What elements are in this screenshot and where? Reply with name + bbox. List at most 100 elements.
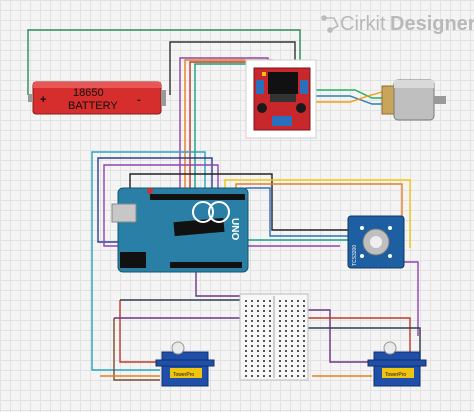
breadboard-hole [279,370,281,372]
breadboard-hole [251,315,253,317]
breadboard-hole [269,300,271,302]
breadboard-hole [285,325,287,327]
mini-breadboard [239,293,309,381]
breadboard-hole [251,360,253,362]
breadboard-hole [257,355,259,357]
wire-servo-left-brown [113,318,160,381]
breadboard-hole [263,345,265,347]
wire-sensor-out-right [404,261,419,336]
brand-name-part2: Designer [390,13,474,35]
breadboard-hole [269,305,271,307]
breadboard-hole [297,345,299,347]
breadboard-hole [279,335,281,337]
breadboard-hole [257,315,259,317]
color-sensor-label: TCS3200 [352,245,358,266]
servo-right-label: TowerPro [385,372,406,378]
breadboard-hole [245,345,247,347]
breadboard-hole [279,350,281,352]
breadboard-hole [285,320,287,322]
breadboard-hole [291,305,293,307]
breadboard-hole [297,340,299,342]
wire-sensor-blue [245,187,348,237]
breadboard-hole [251,325,253,327]
breadboard-hole [279,375,281,377]
battery-label-line1: 18650 [73,87,104,99]
breadboard-hole [263,325,265,327]
breadboard-hole [279,315,281,317]
wire-servo-right-red [300,317,411,358]
breadboard-hole [263,305,265,307]
breadboard-hole [245,335,247,337]
breadboard-hole [291,300,293,302]
breadboard-hole [269,345,271,347]
breadboard-hole [303,325,305,327]
cirkit-logo-icon [321,15,340,33]
breadboard-hole [263,355,265,357]
wire-servo-left-red [119,300,160,363]
breadboard-hole [291,345,293,347]
breadboard-hole [269,340,271,342]
breadboard-hole [251,320,253,322]
breadboard-hole [269,325,271,327]
breadboard-hole [291,375,293,377]
servo-left-label: TowerPro [173,372,194,378]
breadboard-hole [245,340,247,342]
breadboard-hole [297,310,299,312]
battery-18650: + 18650 BATTERY - [28,81,166,115]
breadboard-hole [285,315,287,317]
breadboard-hole [245,310,247,312]
breadboard-hole [263,300,265,302]
breadboard-hole [297,315,299,317]
breadboard-hole [303,340,305,342]
breadboard-hole [279,355,281,357]
breadboard-hole [297,365,299,367]
breadboard-holes [245,300,305,377]
breadboard-hole [251,350,253,352]
breadboard-hole [297,355,299,357]
breadboard-hole [269,375,271,377]
breadboard-hole [285,355,287,357]
breadboard-hole [291,355,293,357]
wires [27,29,421,381]
breadboard-hole [303,375,305,377]
breadboard-hole [303,335,305,337]
breadboard-hole [269,335,271,337]
breadboard-hole [245,315,247,317]
breadboard-hole [251,345,253,347]
breadboard-hole [263,360,265,362]
breadboard-hole [251,370,253,372]
breadboard-hole [257,330,259,332]
breadboard-hole [263,365,265,367]
breadboard-hole [245,360,247,362]
breadboard-hole [263,370,265,372]
breadboard-hole [279,320,281,322]
breadboard-hole [269,320,271,322]
breadboard-hole [285,345,287,347]
breadboard-hole [285,365,287,367]
breadboard-hole [279,305,281,307]
tcs3200-color-sensor: TCS3200 [347,215,405,269]
breadboard-hole [297,305,299,307]
breadboard-hole [245,365,247,367]
wire-motor-b [312,95,382,105]
brand-logo: Cirkit Designer [321,13,474,35]
breadboard-hole [263,315,265,317]
wire-sensor-yellow [224,179,411,248]
breadboard-hole [297,370,299,372]
breadboard-hole [263,350,265,352]
breadboard-hole [285,375,287,377]
breadboard-hole [257,375,259,377]
breadboard-hole [291,350,293,352]
breadboard-hole [297,335,299,337]
breadboard-hole [285,310,287,312]
breadboard-hole [303,345,305,347]
l298n-motor-driver [245,59,317,139]
brand-name-part1: Cirkit [340,13,386,35]
breadboard-hole [257,370,259,372]
breadboard-hole [279,325,281,327]
breadboard-hole [257,325,259,327]
breadboard-hole [269,365,271,367]
breadboard-hole [303,350,305,352]
breadboard-hole [291,330,293,332]
breadboard-hole [279,345,281,347]
